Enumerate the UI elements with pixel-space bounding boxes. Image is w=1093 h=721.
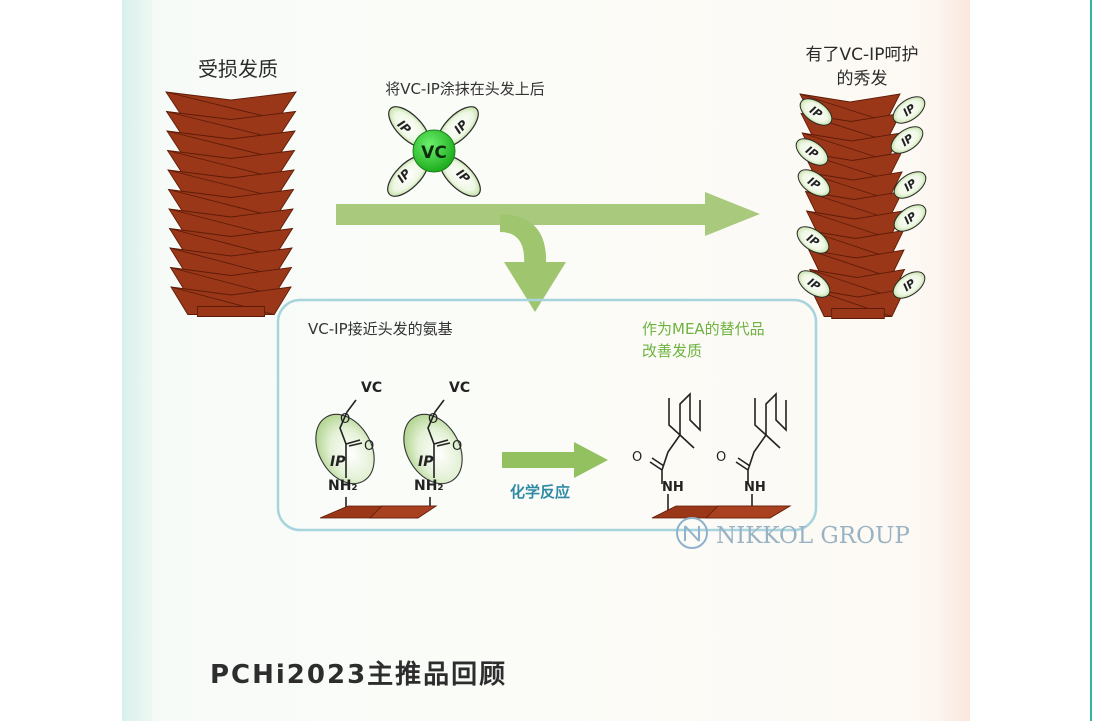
ip-petal-shape (893, 171, 927, 199)
vc-core-circle (412, 129, 456, 173)
watermark-text: NIKKOL GROUP (716, 523, 910, 549)
ip-petal-shape (890, 126, 924, 154)
hair-substrate-left-segment (369, 505, 438, 519)
ip-petal-shape (796, 226, 830, 254)
main-arrow (336, 192, 760, 236)
oxygen-label: O (428, 412, 438, 427)
hair-cuticle-edge (165, 91, 278, 120)
ip-petal-shape (799, 98, 833, 126)
ip-petal: IP (797, 270, 831, 298)
ip-petal: IP (892, 96, 926, 124)
vc-core-label: VC (421, 143, 447, 163)
vc-text: VC (361, 380, 382, 396)
ip-petal-shape (893, 204, 927, 232)
vcip-bound-molecule-1: VC O O IP NH₂ (315, 380, 382, 510)
ip-petal: IP (799, 98, 833, 126)
reaction-box (276, 298, 818, 532)
vcip-bound-molecule-2: VC O O IP NH₂ (403, 380, 470, 510)
hair-base (196, 306, 266, 317)
hair-cuticle-edge (799, 93, 887, 122)
hair-cuticle-edge (168, 189, 277, 218)
ip-petal: IP (796, 226, 830, 254)
hair-cuticle-edge (169, 228, 276, 257)
ip-petal: IP (892, 271, 926, 299)
ip-petal-shape (892, 271, 926, 299)
nh-label: NH (744, 480, 766, 495)
oxygen-label: O (716, 450, 726, 465)
hair-cuticle-edge (808, 249, 891, 278)
oxygen-label: O (632, 450, 642, 465)
protected-hair-label-line1: 有了VC-IP呵护 (806, 45, 919, 65)
hair-cuticle-edge (169, 247, 276, 276)
damaged-hair-stack (165, 91, 297, 317)
ip-petal-shape (797, 169, 831, 197)
nikkol-watermark: NIKKOL GROUP (676, 517, 910, 549)
ip-petal-shape (797, 270, 831, 298)
right-edge-rule (1090, 0, 1092, 721)
nh2-label: NH₂ (328, 478, 358, 494)
hair-cuticle-edge (166, 111, 278, 140)
apply-vcip-label: 将VC-IP涂抹在头发上后 (385, 80, 545, 98)
vc-ip-molecule: IP IP IP IP VC (387, 106, 481, 197)
oxygen-label: O (340, 412, 350, 427)
hair-cuticle-edge (806, 210, 890, 239)
nikkol-logo-icon (676, 517, 708, 549)
chemical-reaction-label: 化学反应 (510, 483, 570, 501)
ip-petal: IP (797, 169, 831, 197)
damaged-hair-label: 受损发质 (198, 57, 278, 81)
left-edge-band (122, 0, 152, 721)
hair-cuticle-edge (167, 169, 277, 198)
mea-alternative-label-line1: 作为MEA的替代品 (642, 320, 765, 338)
nh2-label: NH₂ (414, 478, 444, 494)
hair-base (831, 308, 885, 319)
hair-cuticle-edge (167, 150, 277, 179)
ip-label: IP (330, 454, 346, 470)
protected-hair-label-line2: 的秀发 (837, 69, 888, 89)
amide-molecule-1: O NH (632, 392, 701, 510)
oxygen-label: O (452, 439, 462, 454)
footer-title: PCHi2023主推品回顾 (210, 660, 508, 690)
hair-cuticle-edge (166, 130, 278, 159)
ip-label: IP (418, 454, 434, 470)
ip-petal: IP (893, 171, 927, 199)
ip-petal-shape (795, 138, 829, 166)
ip-petal: IP (795, 138, 829, 166)
ip-petal: IP (890, 126, 924, 154)
curved-down-arrow (500, 214, 566, 312)
hair-cuticle-edge (170, 267, 275, 296)
hair-cuticle-edge (802, 132, 888, 161)
nh-label: NH (662, 480, 684, 495)
hair-cuticle-edge (168, 208, 276, 237)
ip-petal-shape (892, 96, 926, 124)
right-edge-band (940, 0, 970, 721)
nikkol-logo-letter (684, 525, 700, 542)
oxygen-label: O (364, 439, 374, 454)
approach-amino-label: VC-IP接近头发的氨基 (308, 320, 453, 338)
reaction-arrow (502, 442, 608, 478)
ip-petal: IP (893, 204, 927, 232)
hair-substrate-right-segment (705, 505, 792, 519)
hair-cuticle-edge (809, 269, 892, 298)
vc-text: VC (449, 380, 470, 396)
amide-molecule-2: O NH (716, 392, 787, 510)
mea-alternative-label-line2: 改善发质 (642, 342, 702, 360)
